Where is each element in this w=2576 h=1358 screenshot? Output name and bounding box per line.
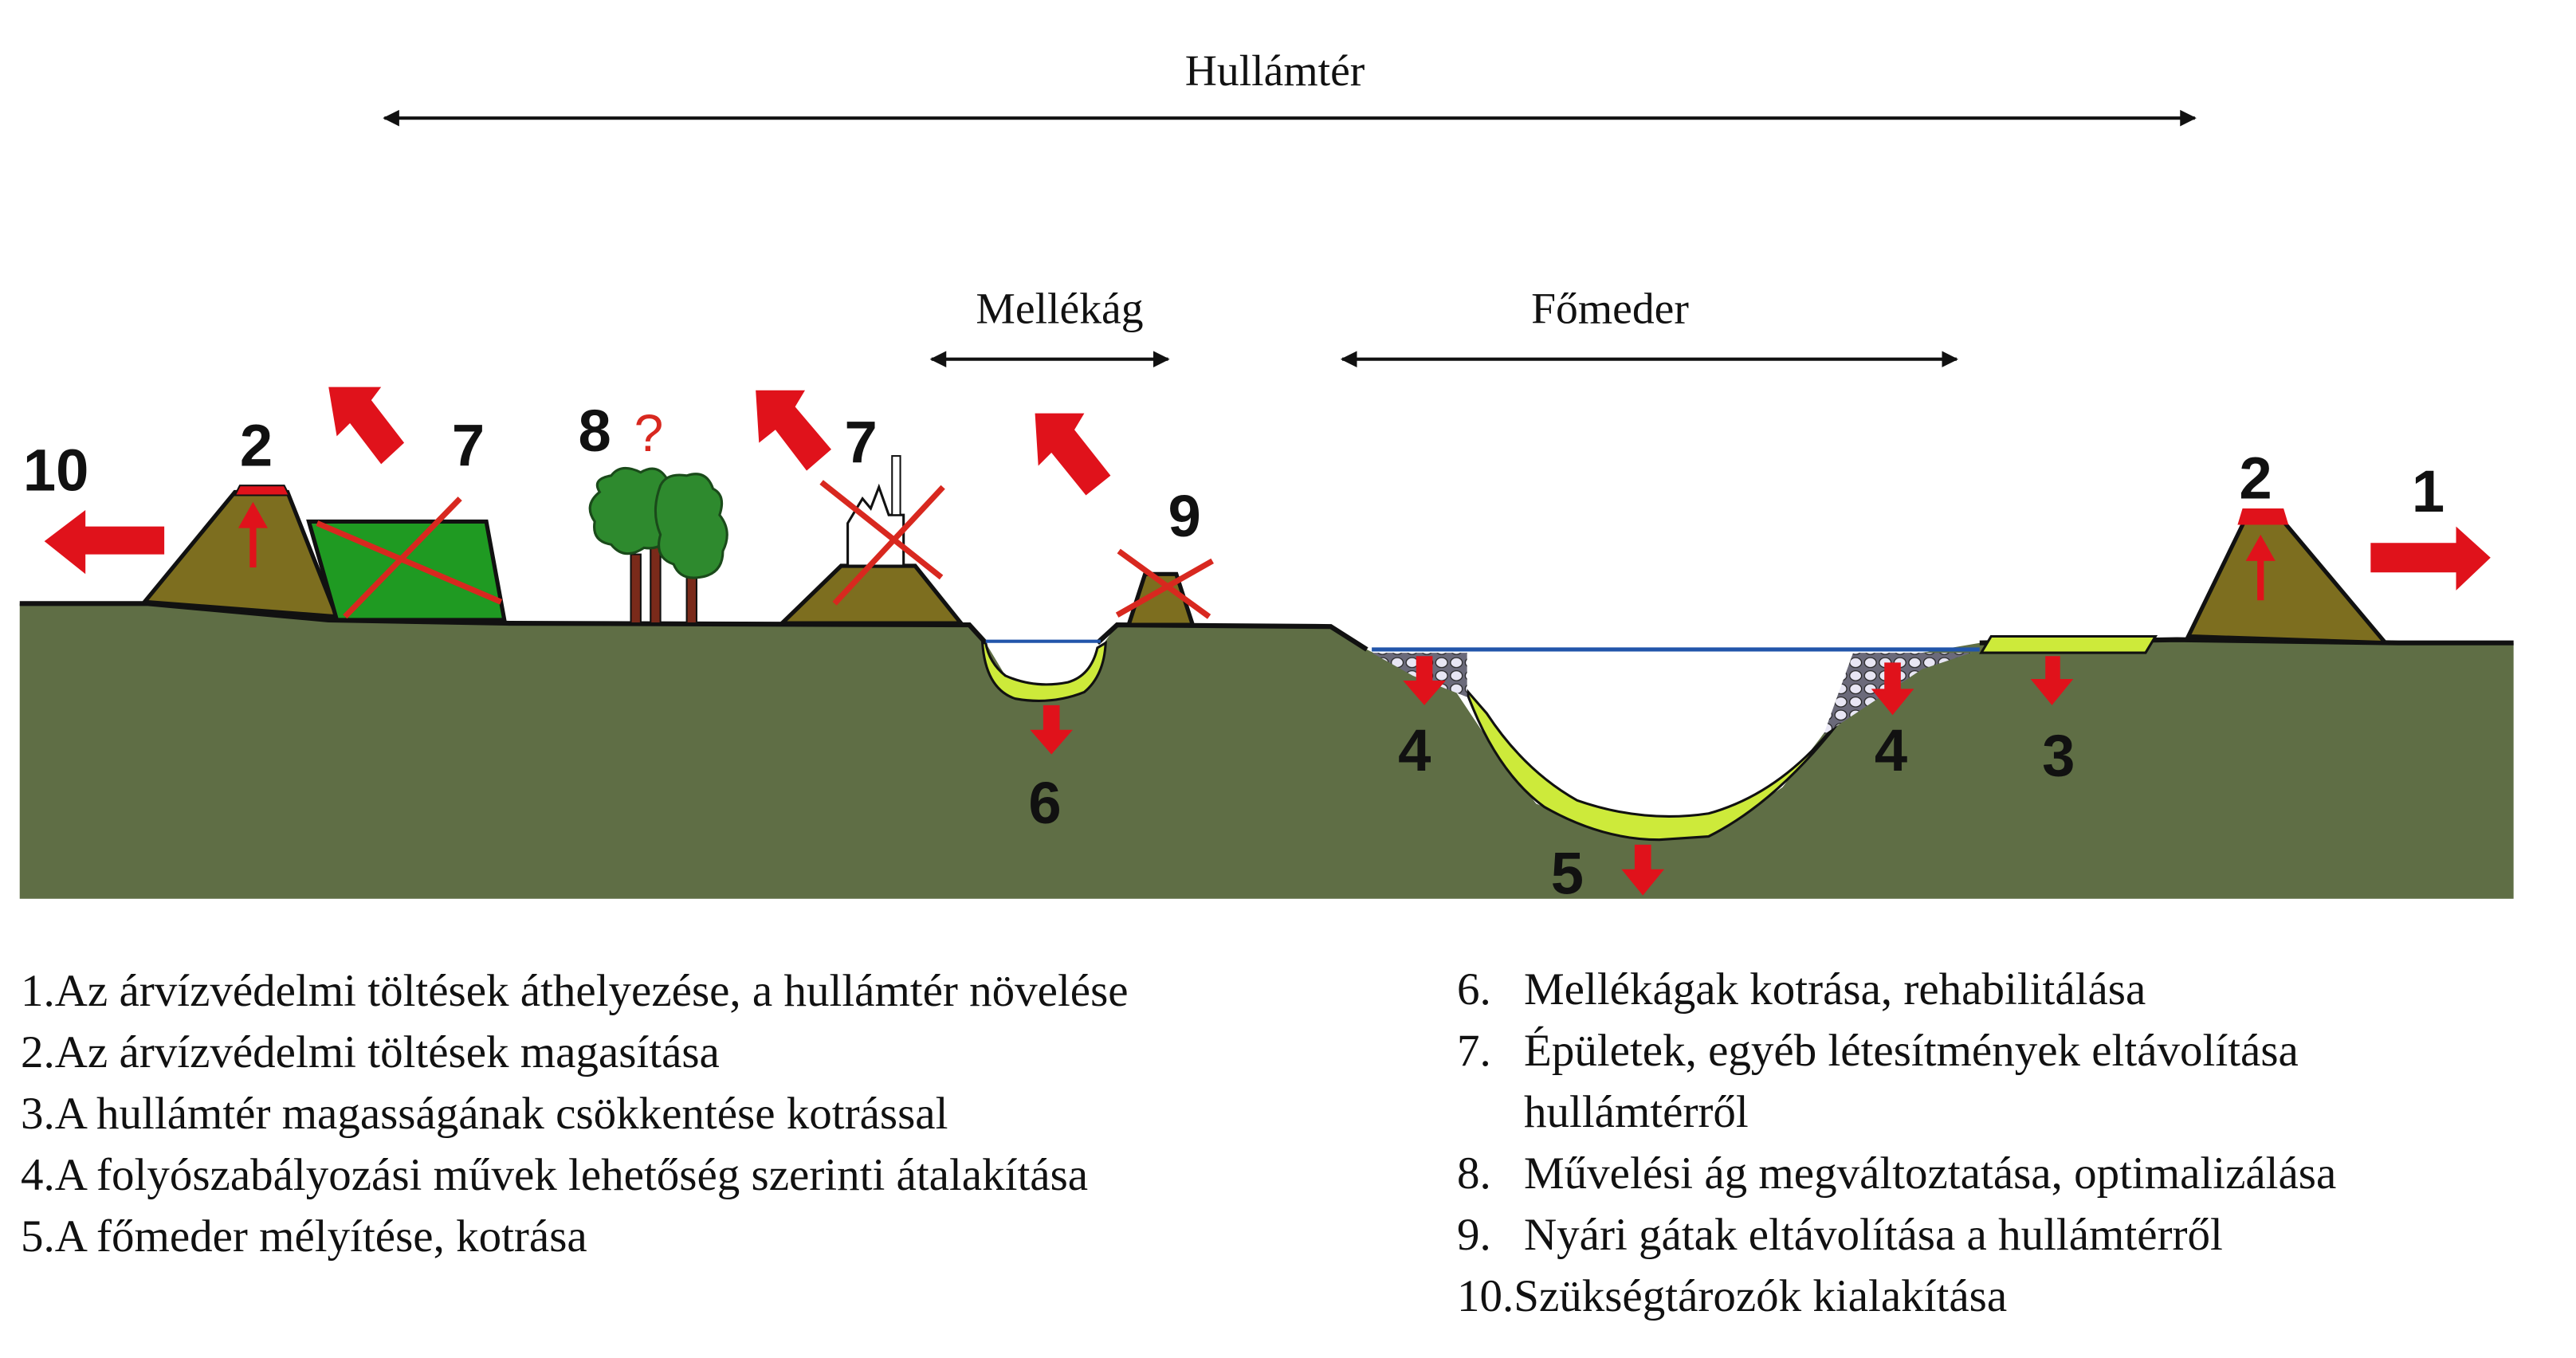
marker-4-left: 4	[1398, 717, 1431, 783]
marker-10: 10	[23, 437, 89, 503]
legend-item-4: 4.A folyószabályozási művek lehetőség sz…	[21, 1144, 1129, 1206]
trees-icon	[588, 466, 728, 625]
legend-number: 1.	[21, 966, 55, 1016]
marker-8: 8	[579, 398, 611, 464]
legend-text: Nyári gátak eltávolítása a hullámtérről	[1524, 1210, 2223, 1260]
left-dike-up-arrow	[238, 501, 268, 568]
left-dike-raising	[234, 485, 291, 496]
building-mound	[776, 563, 966, 626]
marker-9: 9	[1168, 483, 1201, 549]
main-channel-water	[1454, 653, 1857, 820]
field-cross-out	[316, 520, 503, 605]
summer-dike	[1125, 571, 1196, 627]
right-dike-raising	[2237, 508, 2289, 525]
legend-item-8: 8. Művelési ág megváltoztatása, optimaliz…	[1457, 1143, 2336, 1204]
legend-text: A főmeder mélyítése, kotrása	[54, 1211, 587, 1262]
legend-text: Szükségtározók kialakítása	[1514, 1271, 2008, 1321]
main-channel-label: Főmeder	[1531, 284, 1689, 333]
legend-text: Mellékágak kotrása, rehabilitálása	[1524, 964, 2146, 1015]
building-cross-out	[819, 480, 944, 580]
marker-6: 6	[1028, 770, 1061, 836]
right-dike-up-arrow	[2245, 534, 2276, 601]
legend-item-6: 6. Mellékágak kotrása, rehabilitálása	[1457, 959, 2336, 1020]
legend-text: A folyószabályozási művek lehetőség szer…	[54, 1150, 1089, 1200]
arrow-10-left	[44, 510, 165, 575]
side-channel-label: Mellékág	[976, 284, 1143, 333]
building-cross-out-2	[832, 485, 945, 606]
legend-item-2: 2.Az árvízvédelmi töltések magasítása	[21, 1022, 1129, 1083]
arrow-1-right	[2370, 526, 2491, 591]
marker-4-right: 4	[1875, 717, 1907, 783]
summer-dike-cross-out-2	[1115, 558, 1214, 618]
arrow-down-5	[1621, 844, 1665, 896]
legend-item-3: 3.A hullámtér magasságának csökkentése k…	[21, 1083, 1129, 1144]
legend-number: 3.	[21, 1089, 55, 1139]
legend-text: Az árvízvédelmi töltések magasítása	[54, 1027, 720, 1077]
chimney-icon	[891, 455, 901, 516]
marker-5: 5	[1551, 841, 1584, 907]
marker-1: 1	[2412, 458, 2444, 524]
marker-2-right: 2	[2239, 445, 2272, 512]
floodplain-label: Hullámtér	[1185, 46, 1365, 96]
legend-number: 6.	[1457, 964, 1491, 1015]
marker-7-left: 7	[452, 413, 485, 479]
legend-number: 2.	[21, 1027, 55, 1077]
legend-text: A hullámtér magasságának csökkentése kot…	[54, 1089, 948, 1139]
legend-number: 10.	[1457, 1271, 1514, 1321]
legend-number: 5.	[21, 1211, 55, 1262]
marker-7-mid: 7	[844, 409, 877, 475]
marker-2-left: 2	[240, 413, 273, 479]
legend-text: Épületek, egyéb létesítmények eltávolítá…	[1524, 1026, 2299, 1076]
right-flood-dike	[2185, 519, 2390, 646]
legend-item-9: 9. Nyári gátak eltávolítása a hullámtérrő…	[1457, 1204, 2336, 1266]
marker-8-question: ?	[634, 403, 664, 462]
legend-item-7: 7. Épületek, egyéb létesítmények eltávolí…	[1457, 1020, 2336, 1081]
arrow-up-left-1	[328, 387, 405, 465]
arrow-down-3	[2030, 656, 2074, 705]
left-flood-dike	[140, 489, 340, 619]
side-channel-sediment	[980, 640, 1107, 702]
legend-number: 4.	[21, 1150, 55, 1200]
legend-text: Művelési ág megváltoztatása, optimalizál…	[1524, 1148, 2337, 1199]
legend-number: 9.	[1457, 1210, 1491, 1260]
field-cross-out-2	[343, 496, 462, 619]
marker-3: 3	[2042, 722, 2075, 788]
legend-number: 7.	[1457, 1026, 1491, 1076]
legend-right-column: 6. Mellékágak kotrása, rehabilitálása 7. É…	[1457, 959, 2336, 1327]
legend-item-5: 5.A főmeder mélyítése, kotrása	[21, 1206, 1129, 1267]
right-bank-riprap	[1823, 653, 1972, 735]
arrow-up-left-2	[756, 390, 831, 471]
legend-item-7-continuation: hullámtérről	[1524, 1087, 1749, 1137]
legend-left-column: 1.Az árvízvédelmi töltések áthelyezése, …	[21, 960, 1129, 1267]
field-block	[306, 519, 507, 622]
legend-number: 8.	[1457, 1148, 1491, 1199]
legend-text: Az árvízvédelmi töltések áthelyezése, a …	[54, 966, 1129, 1016]
legend-item-1: 1.Az árvízvédelmi töltések áthelyezése, …	[21, 960, 1129, 1022]
summer-dike-cross-out	[1117, 548, 1211, 619]
legend-item-10: 10.Szükségtározók kialakítása	[1457, 1266, 2336, 1327]
arrow-up-left-3	[1035, 413, 1111, 496]
lowered-floodplain-strip	[1979, 634, 2158, 654]
